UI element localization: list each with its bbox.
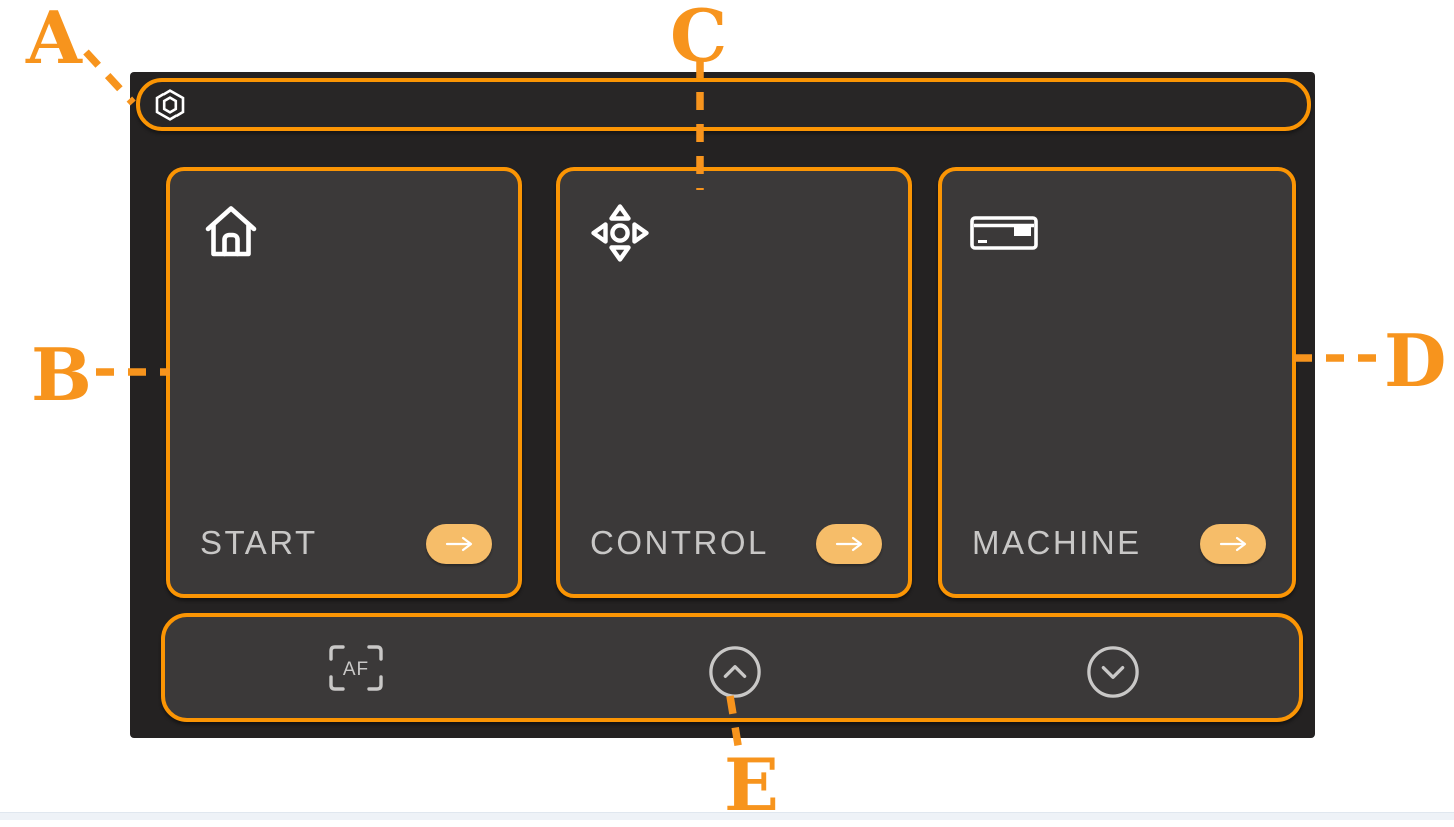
annotation-label-a: A bbox=[26, 0, 82, 80]
annotation-label-b: B bbox=[31, 332, 92, 417]
hexagon-logo-icon bbox=[155, 88, 185, 121]
machine-icon bbox=[970, 216, 1038, 250]
bottom-action-bar: AF bbox=[161, 613, 1303, 722]
control-card-label: CONTROL bbox=[590, 524, 769, 561]
move-up-button[interactable] bbox=[708, 645, 762, 699]
chevron-down-icon bbox=[1087, 646, 1139, 698]
home-icon bbox=[205, 206, 257, 257]
start-card-label: START bbox=[200, 524, 318, 561]
move-down-button[interactable] bbox=[1086, 645, 1140, 699]
control-card[interactable]: CONTROL bbox=[556, 167, 912, 598]
autofocus-frame-icon: AF bbox=[329, 645, 383, 691]
chevron-up-icon bbox=[709, 646, 761, 698]
window-bottom-edge bbox=[0, 812, 1454, 820]
start-arrow-button[interactable] bbox=[426, 524, 492, 564]
af-label: AF bbox=[343, 659, 369, 680]
arrow-right-icon bbox=[1219, 536, 1247, 552]
control-arrow-button[interactable] bbox=[816, 524, 882, 564]
annotation-label-c: C bbox=[670, 0, 728, 78]
device-screen: START CONTROL bbox=[130, 72, 1315, 738]
annotation-label-e: E bbox=[724, 742, 779, 827]
top-status-bar bbox=[136, 78, 1311, 131]
machine-card-label: MACHINE bbox=[972, 524, 1142, 561]
start-card[interactable]: START bbox=[166, 167, 522, 598]
autofocus-button[interactable]: AF bbox=[327, 644, 385, 692]
machine-arrow-button[interactable] bbox=[1200, 524, 1266, 564]
machine-card[interactable]: MACHINE bbox=[938, 167, 1296, 598]
leader-line-a bbox=[83, 49, 136, 106]
annotation-label-d: D bbox=[1384, 318, 1447, 403]
arrow-right-icon bbox=[835, 536, 863, 552]
dpad-icon bbox=[591, 204, 649, 262]
arrow-right-icon bbox=[445, 536, 473, 552]
